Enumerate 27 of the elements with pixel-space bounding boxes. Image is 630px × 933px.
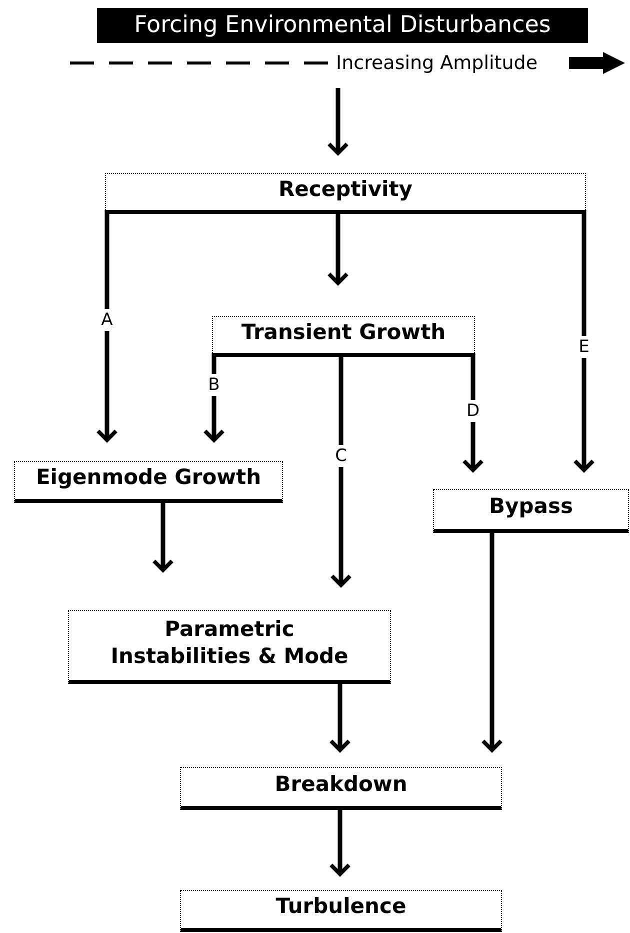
process-box xyxy=(14,461,283,503)
direction-label: Increasing Amplitude xyxy=(336,51,538,75)
arrow xyxy=(462,353,484,472)
node-text: Receptivity xyxy=(278,176,412,202)
process-box xyxy=(433,489,629,533)
process-box xyxy=(105,173,586,214)
node-text: Forcing Environmental Disturbances xyxy=(134,11,551,40)
node-text: Turbulence xyxy=(276,893,406,920)
arrow xyxy=(203,353,225,442)
arrow xyxy=(96,210,118,442)
node-text: Eigenmode Growth xyxy=(36,464,262,491)
process-box xyxy=(180,890,502,932)
arrow xyxy=(573,210,595,472)
process-box xyxy=(68,610,391,684)
node-text: Parametric Instabilities & Mode xyxy=(110,616,350,669)
node-text: Bypass xyxy=(489,493,573,520)
process-box xyxy=(212,316,475,357)
edge-label: B xyxy=(208,374,220,396)
title-banner xyxy=(97,8,588,43)
edge-label: E xyxy=(578,336,590,358)
arrow xyxy=(327,88,349,155)
edge-label: D xyxy=(466,400,480,422)
node-text: Breakdown xyxy=(274,770,408,798)
node-text: Transient Growth xyxy=(241,318,446,346)
process-box xyxy=(180,767,502,810)
edge-label: A xyxy=(101,309,113,331)
edge-label: C xyxy=(335,445,347,467)
